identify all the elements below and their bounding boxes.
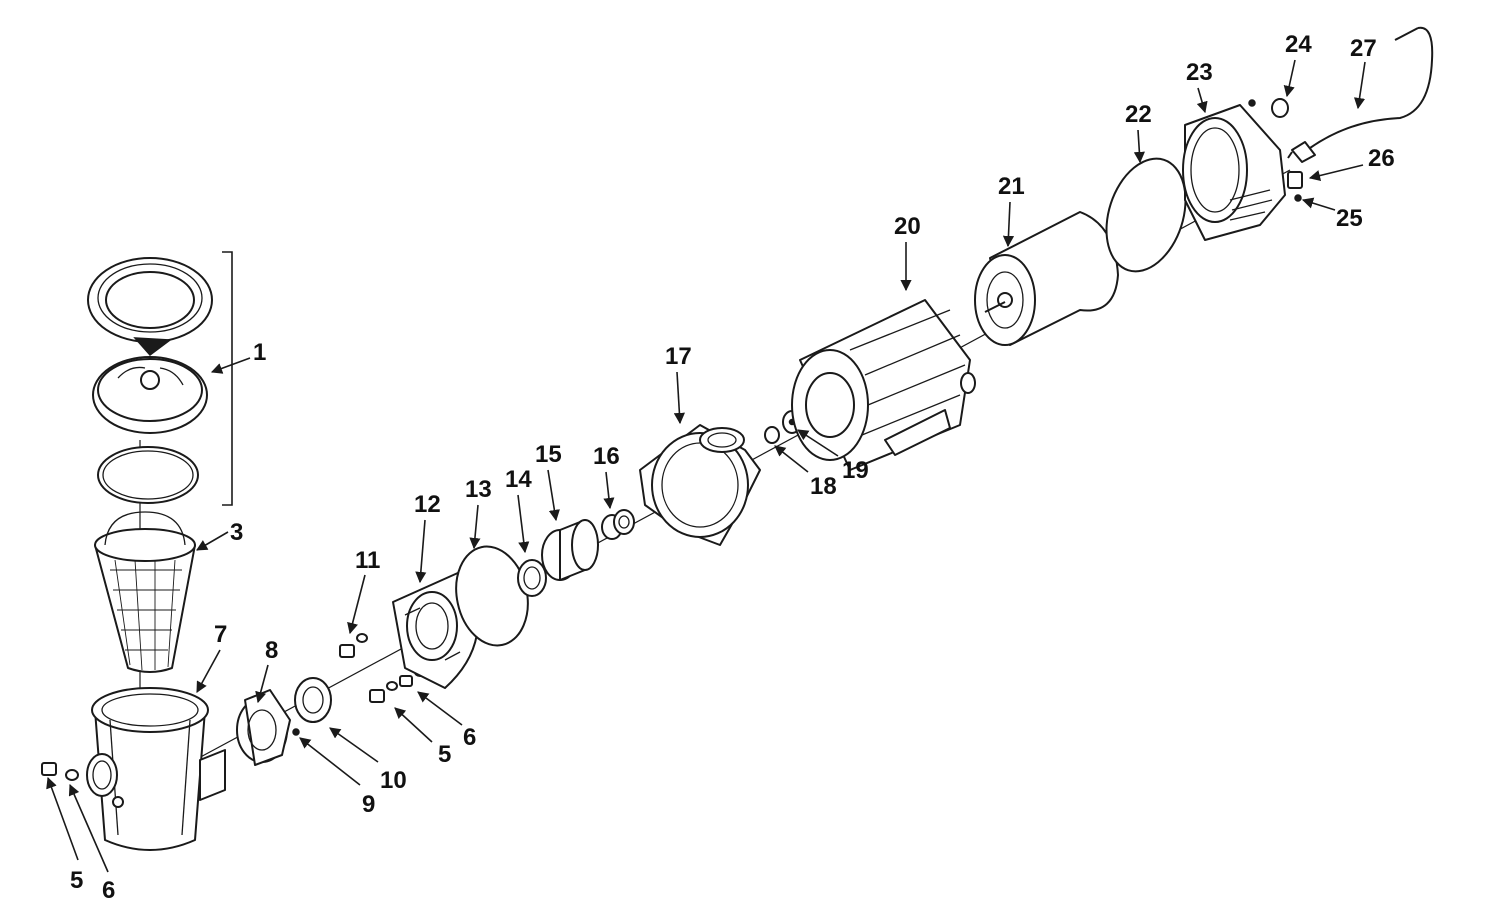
label-part-8: 8 — [265, 637, 278, 664]
switch-26 — [1287, 171, 1303, 189]
label-part-6: 6 — [102, 877, 115, 904]
union-nut — [236, 689, 291, 766]
label-part-15: 15 — [535, 441, 562, 468]
strainer-basket — [94, 511, 196, 673]
label-part-17: 17 — [665, 343, 692, 370]
strainer-lid — [92, 356, 208, 434]
shaft-nut-18 — [764, 426, 780, 444]
drain-plug-5 — [41, 762, 57, 776]
switch-screw-25 — [1294, 194, 1302, 202]
cord-grommet-24 — [1248, 98, 1289, 118]
motor-gasket — [1105, 157, 1187, 273]
label-part-5: 5 — [438, 741, 451, 768]
label-part-6: 6 — [463, 724, 476, 751]
housing-bolt-5 — [369, 681, 398, 703]
lid-o-ring — [97, 446, 199, 504]
impeller — [541, 519, 599, 581]
label-part-24: 24 — [1285, 31, 1312, 58]
union-gasket-10 — [294, 677, 332, 723]
diffuser-ring — [517, 559, 547, 597]
label-part-13: 13 — [465, 476, 492, 503]
strainer-housing — [86, 687, 226, 851]
label-part-21: 21 — [998, 173, 1025, 200]
strainer-lid-ring — [87, 257, 213, 357]
power-cord — [1287, 26, 1434, 163]
shaft-seal — [601, 509, 635, 540]
housing-bolt-11 — [339, 633, 368, 658]
label-part-26: 26 — [1368, 145, 1395, 172]
label-part-3: 3 — [230, 519, 243, 546]
label-part-7: 7 — [214, 621, 227, 648]
union-o-ring-9 — [292, 728, 300, 736]
label-part-23: 23 — [1186, 59, 1213, 86]
label-part-18: 18 — [810, 473, 837, 500]
label-part-11: 11 — [355, 547, 380, 574]
label-part-12: 12 — [414, 491, 441, 518]
label-part-9: 9 — [362, 791, 375, 818]
part-labels: 1 3 5 5 6 6 7 8 9 10 11 12 13 14 15 16 1… — [70, 31, 1395, 904]
leader-lines — [46, 59, 1366, 873]
label-part-19: 19 — [842, 457, 869, 484]
drain-plug-washer-6 — [65, 769, 79, 781]
label-part-5: 5 — [70, 867, 83, 894]
part-1-bracket — [222, 251, 233, 506]
label-part-20: 20 — [894, 213, 921, 240]
label-part-1: 1 — [253, 339, 266, 366]
label-part-25: 25 — [1336, 205, 1363, 232]
label-part-22: 22 — [1125, 101, 1152, 128]
pump-volute — [639, 424, 761, 546]
label-part-16: 16 — [593, 443, 620, 470]
label-part-10: 10 — [380, 767, 407, 794]
motor-end-cap — [1182, 104, 1286, 241]
motor-housing — [791, 299, 976, 471]
label-part-14: 14 — [505, 466, 532, 493]
motor — [974, 211, 1119, 346]
label-part-27: 27 — [1350, 35, 1377, 62]
